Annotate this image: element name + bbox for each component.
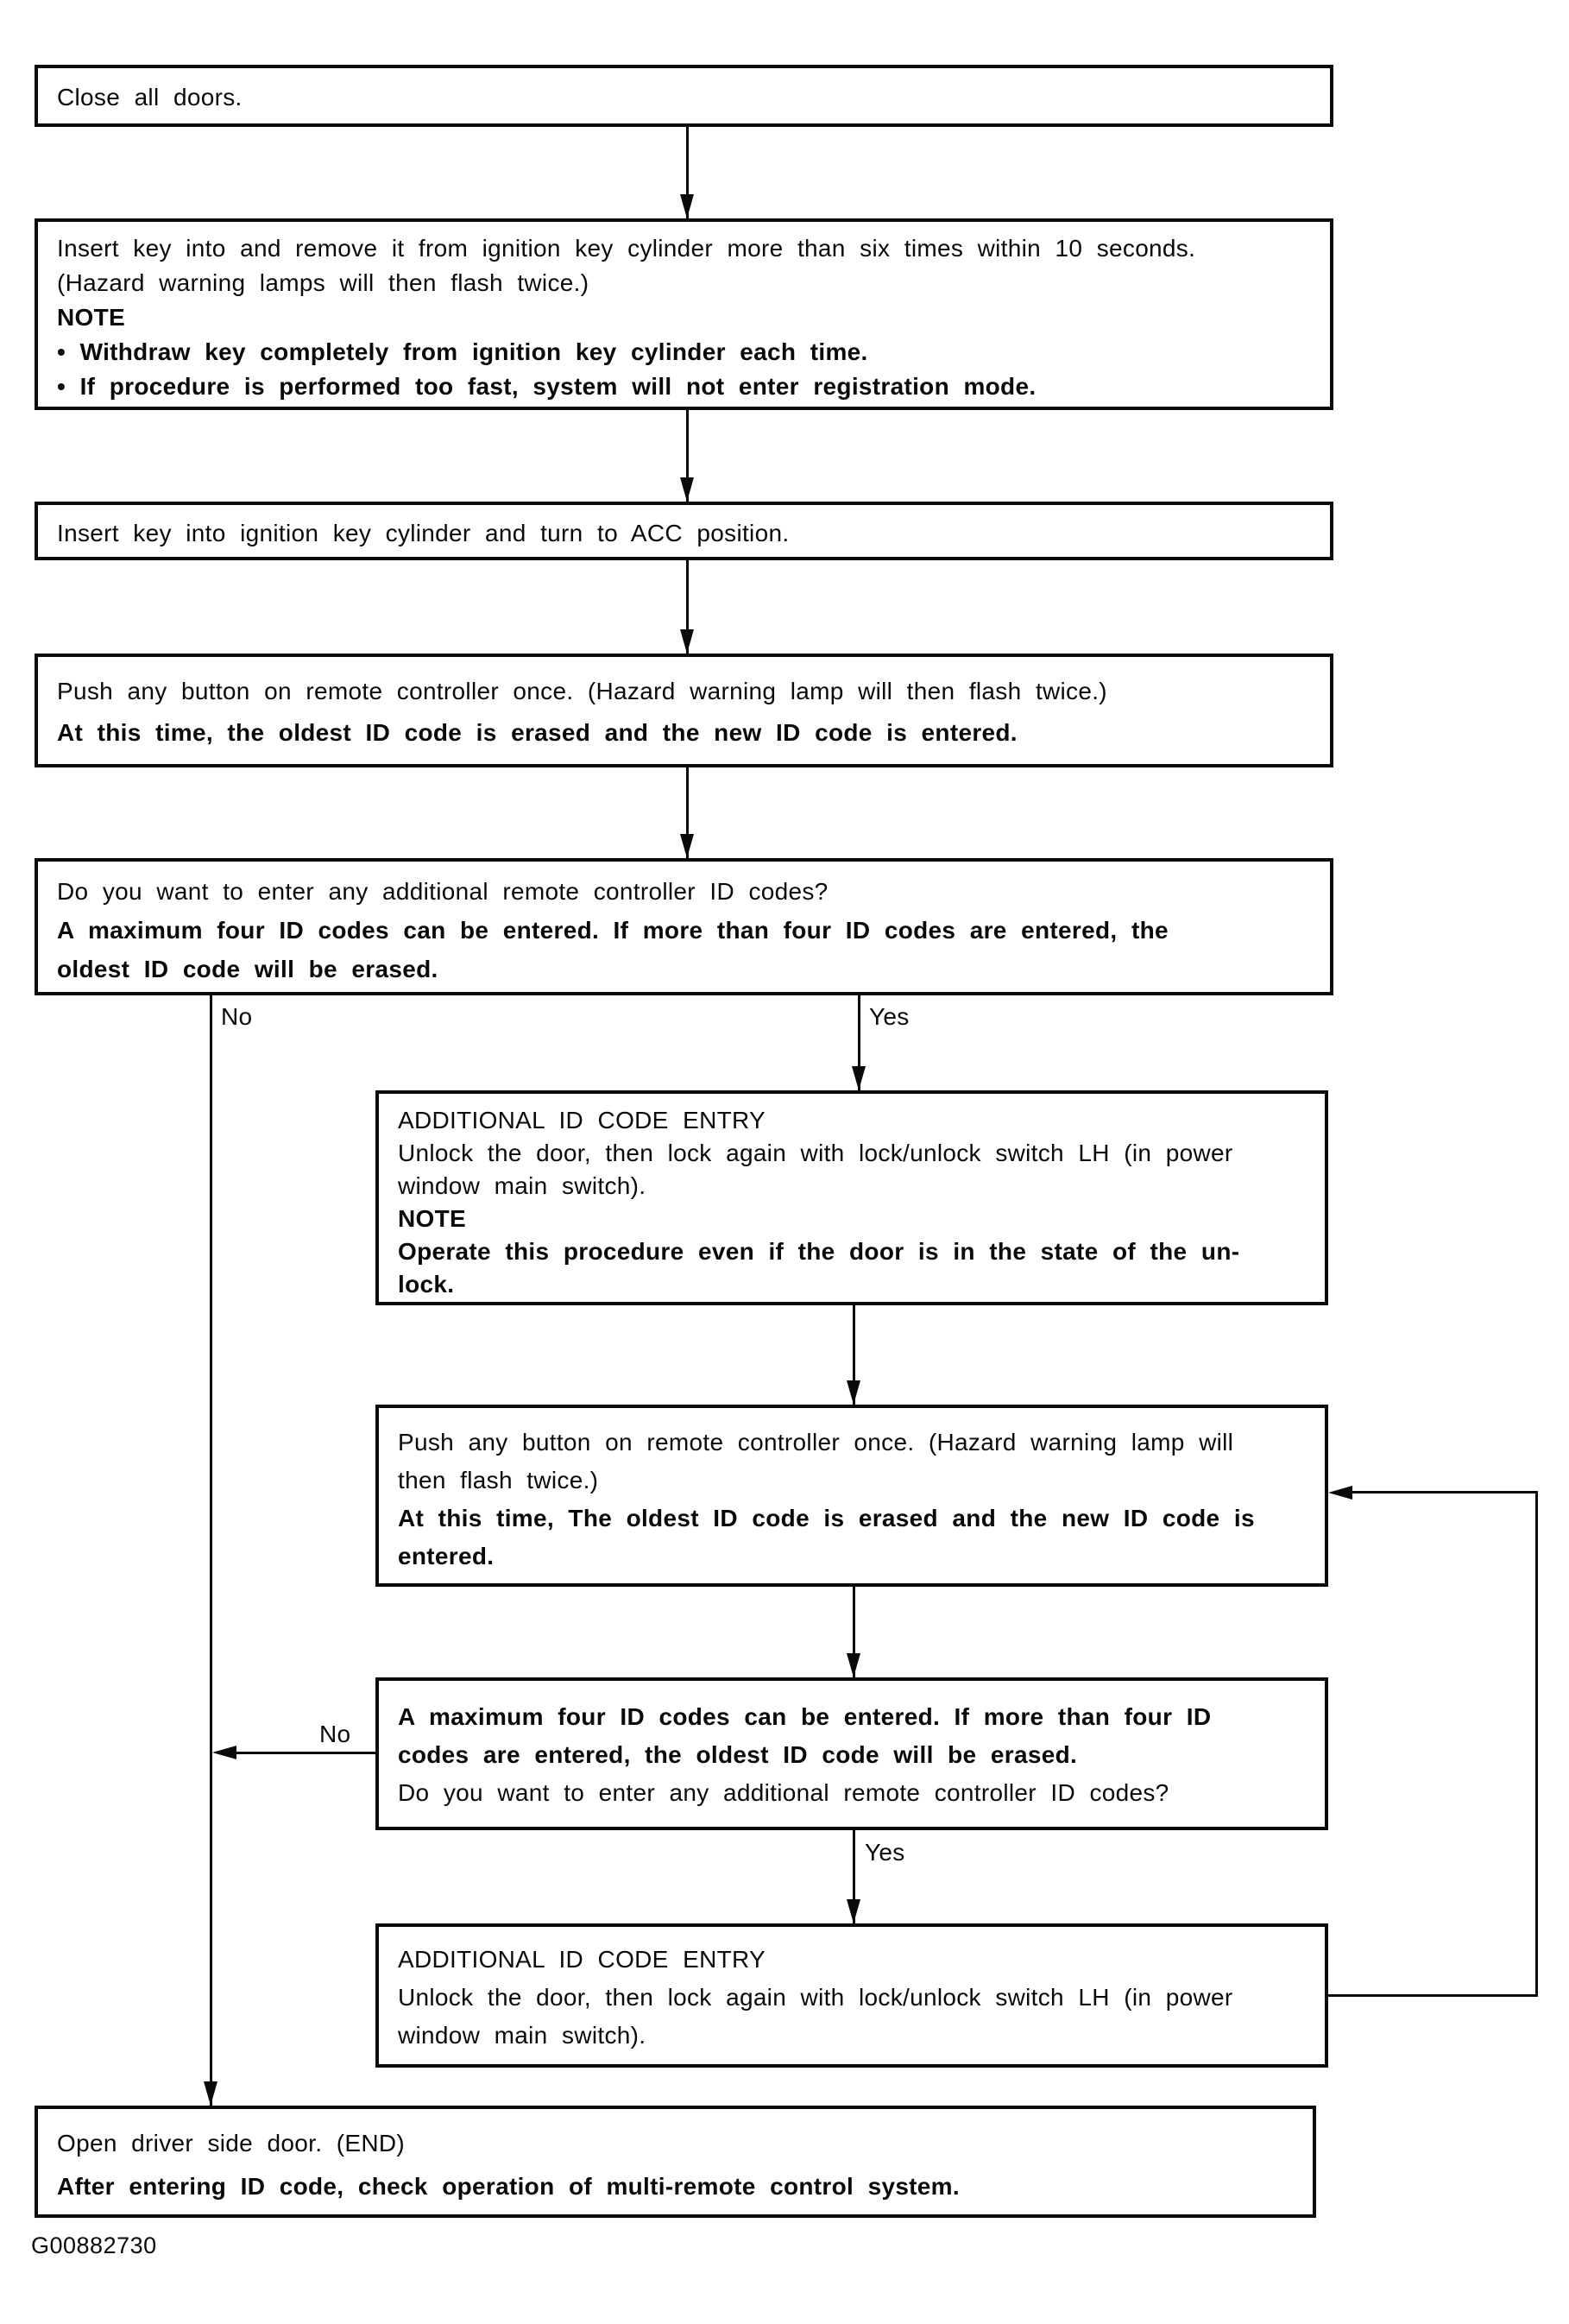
arrow-left-icon bbox=[212, 1746, 236, 1759]
text-line: (Hazard warning lamps will then flash tw… bbox=[57, 269, 589, 296]
arrow-down-icon bbox=[204, 2081, 217, 2106]
branch-label-yes-1: Yes bbox=[869, 1003, 910, 1030]
text-line: • Withdraw key completely from ignition … bbox=[57, 338, 868, 365]
connector-line bbox=[853, 1830, 855, 1923]
text-line: Unlock the door, then lock again with lo… bbox=[398, 1984, 1233, 2011]
figure-code: G00882730 bbox=[31, 2232, 157, 2258]
text-line: At this time, The oldest ID code is eras… bbox=[398, 1505, 1255, 1531]
text-line: • If procedure is performed too fast, sy… bbox=[57, 373, 1037, 400]
flow-box-push-button-loop: Push any button on remote controller onc… bbox=[375, 1405, 1328, 1587]
text-line: codes are entered, the oldest ID code wi… bbox=[398, 1741, 1078, 1768]
connector-line bbox=[858, 995, 860, 1090]
arrow-down-icon bbox=[852, 1066, 866, 1090]
arrow-down-icon bbox=[680, 477, 694, 502]
flow-box-open-door-end: Open driver side door. (END) After enter… bbox=[35, 2106, 1316, 2218]
text-line: entered. bbox=[398, 1543, 495, 1569]
arrow-down-icon bbox=[847, 1380, 860, 1405]
connector-line bbox=[686, 127, 689, 218]
connector-line-no-rail bbox=[210, 995, 212, 2106]
flow-box-push-button-first: Push any button on remote controller onc… bbox=[35, 654, 1333, 767]
arrow-down-icon bbox=[680, 194, 694, 218]
arrow-left-icon bbox=[1328, 1486, 1352, 1500]
text-line: NOTE bbox=[57, 304, 125, 331]
branch-label-no-1: No bbox=[221, 1003, 253, 1030]
connector-line bbox=[853, 1587, 855, 1677]
text-line: Open driver side door. (END) bbox=[57, 2130, 406, 2157]
connector-line bbox=[686, 560, 689, 654]
arrow-down-icon bbox=[680, 834, 694, 858]
text-line: NOTE bbox=[398, 1205, 466, 1232]
text-line: Push any button on remote controller onc… bbox=[57, 678, 1107, 704]
text-line: A maximum four ID codes can be entered. … bbox=[398, 1703, 1212, 1730]
connector-line bbox=[686, 410, 689, 502]
text-line: then flash twice.) bbox=[398, 1467, 599, 1494]
branch-label-yes-2: Yes bbox=[865, 1839, 905, 1866]
branch-label-no-2: No bbox=[319, 1721, 351, 1747]
text-line: Push any button on remote controller onc… bbox=[398, 1429, 1234, 1456]
flow-box-key-to-acc: Insert key into ignition key cylinder an… bbox=[35, 502, 1333, 560]
loop-connector-vertical bbox=[1535, 1492, 1538, 1997]
flow-box-decision-additional-1: Do you want to enter any additional remo… bbox=[35, 858, 1333, 995]
flow-box-decision-additional-2: A maximum four ID codes can be entered. … bbox=[375, 1677, 1328, 1830]
text-line: Operate this procedure even if the door … bbox=[398, 1238, 1240, 1265]
flow-box-close-doors: Close all doors. bbox=[35, 65, 1333, 127]
flow-box-insert-remove-key: Insert key into and remove it from ignit… bbox=[35, 218, 1333, 410]
arrow-down-icon bbox=[847, 1653, 860, 1677]
connector-line bbox=[224, 1752, 375, 1754]
text-line: Close all doors. bbox=[57, 84, 243, 111]
text-line: Insert key into and remove it from ignit… bbox=[57, 235, 1196, 262]
text-line: window main switch). bbox=[398, 1172, 646, 1199]
flow-box-additional-entry-1: ADDITIONAL ID CODE ENTRY Unlock the door… bbox=[375, 1090, 1328, 1305]
loop-connector-bottom bbox=[1328, 1994, 1538, 1997]
text-line: ADDITIONAL ID CODE ENTRY bbox=[398, 1946, 766, 1973]
connector-line bbox=[853, 1305, 855, 1405]
arrow-down-icon bbox=[680, 629, 694, 654]
text-line: Unlock the door, then lock again with lo… bbox=[398, 1140, 1233, 1166]
text-line: ADDITIONAL ID CODE ENTRY bbox=[398, 1107, 766, 1134]
text-line: Do you want to enter any additional remo… bbox=[398, 1779, 1169, 1806]
text-line: A maximum four ID codes can be entered. … bbox=[57, 917, 1169, 944]
text-line: Insert key into ignition key cylinder an… bbox=[57, 520, 790, 546]
arrow-down-icon bbox=[847, 1899, 860, 1923]
text-line: window main switch). bbox=[398, 2022, 646, 2049]
text-line: oldest ID code will be erased. bbox=[57, 956, 438, 982]
text-line: Do you want to enter any additional remo… bbox=[57, 878, 829, 905]
text-line: At this time, the oldest ID code is eras… bbox=[57, 719, 1018, 746]
text-line: lock. bbox=[398, 1271, 455, 1298]
text-line: After entering ID code, check operation … bbox=[57, 2173, 960, 2200]
flow-box-additional-entry-2: ADDITIONAL ID CODE ENTRY Unlock the door… bbox=[375, 1923, 1328, 2068]
connector-line bbox=[686, 767, 689, 858]
loop-connector-top bbox=[1351, 1491, 1538, 1494]
